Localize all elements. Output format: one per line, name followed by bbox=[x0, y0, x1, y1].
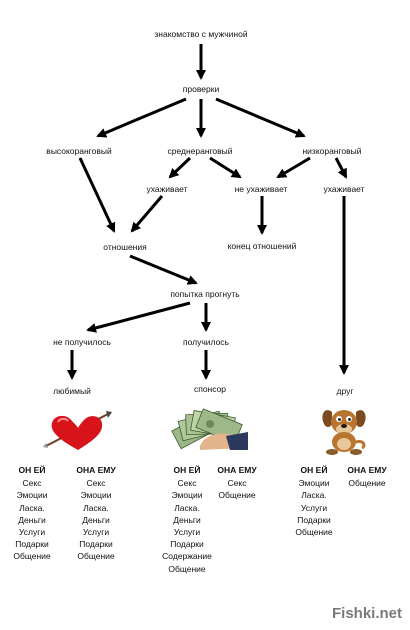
column-header: ОН ЕЙ bbox=[173, 465, 201, 475]
arrow-checks-high bbox=[96, 97, 187, 138]
column-header: ОН ЕЙ bbox=[300, 465, 328, 475]
list-item: Эмоции bbox=[80, 490, 112, 501]
list-item: Эмоции bbox=[298, 478, 330, 489]
list-item: Подарки bbox=[15, 539, 49, 550]
list-item: Услуги bbox=[82, 527, 110, 538]
list-item: Услуги bbox=[300, 502, 328, 513]
list-item: Ласка. bbox=[83, 502, 109, 513]
sponsor-he-column: ОН ЕЙ Секс Эмоции Ласка. Деньги Услуги П… bbox=[162, 464, 212, 575]
node-relationship: отношения bbox=[103, 242, 147, 252]
node-low-rank: низкоранговый bbox=[302, 146, 362, 156]
arrow-mid-notcourts bbox=[209, 156, 242, 179]
sponsor-she-column: ОНА ЕМУ Секс Общение bbox=[217, 464, 256, 502]
list-item: Общение bbox=[295, 527, 333, 538]
list-item: Деньги bbox=[18, 514, 46, 525]
arrow-low-notcourts bbox=[276, 156, 311, 179]
node-try-bend: попытка прогнуть bbox=[170, 289, 240, 299]
list-item: Ласка. bbox=[174, 502, 200, 513]
list-item: Ласка. bbox=[19, 502, 45, 513]
list-item: Подарки bbox=[297, 514, 331, 525]
node-courts-low: ухаживает bbox=[323, 184, 365, 194]
arrow-try-failed bbox=[86, 301, 191, 333]
node-friend: друг bbox=[336, 386, 354, 396]
node-courts-mid: ухаживает bbox=[146, 184, 188, 194]
list-item: Услуги bbox=[173, 527, 201, 538]
node-not-courts: не ухаживает bbox=[234, 184, 288, 194]
column-header: ОНА ЕМУ bbox=[347, 465, 387, 475]
list-item: Общение bbox=[218, 490, 256, 501]
list-item: Секс bbox=[86, 478, 106, 489]
column-header: ОНА ЕМУ bbox=[76, 465, 116, 475]
list-item: Деньги bbox=[173, 514, 201, 525]
list-item: Эмоции bbox=[16, 490, 48, 501]
dog-icon bbox=[322, 410, 366, 455]
arrow-checks-low bbox=[215, 97, 306, 138]
node-succeeded: получилось bbox=[183, 337, 229, 347]
list-item: Подарки bbox=[79, 539, 113, 550]
node-high-rank: высокоранговый bbox=[46, 146, 112, 156]
list-item: Подарки bbox=[170, 539, 204, 550]
arrow-low-courts bbox=[334, 157, 348, 179]
list-item: Ласка. bbox=[301, 490, 327, 501]
column-header: ОН ЕЙ bbox=[18, 465, 46, 475]
friend-she-column: ОНА ЕМУ Общение bbox=[347, 464, 386, 489]
node-mid-rank: среднеранговый bbox=[167, 146, 233, 156]
list-item: Общение bbox=[77, 551, 115, 562]
node-beloved: любимый bbox=[53, 386, 91, 396]
beloved-she-column: ОНА ЕМУ Секс Эмоции Ласка. Деньги Услуги… bbox=[76, 464, 115, 563]
node-start: знакомство с мужчиной bbox=[154, 29, 248, 39]
friend-he-column: ОН ЕЙ Эмоции Ласка. Услуги Подарки Общен… bbox=[295, 464, 332, 538]
heart-arrow-icon bbox=[43, 411, 112, 450]
list-item: Деньги bbox=[82, 514, 110, 525]
money-hand-icon bbox=[171, 408, 248, 450]
column-header: ОНА ЕМУ bbox=[217, 465, 257, 475]
list-item: Секс bbox=[227, 478, 247, 489]
list-item: Содержание bbox=[162, 551, 212, 562]
list-item: Эмоции bbox=[171, 490, 203, 501]
list-item: Услуги bbox=[18, 527, 46, 538]
arrow-relationship-try bbox=[129, 254, 198, 285]
node-sponsor: спонсор bbox=[193, 384, 227, 394]
node-end: конец отношений bbox=[227, 241, 297, 251]
arrow-mid-courts bbox=[168, 156, 192, 179]
list-item: Секс bbox=[177, 478, 197, 489]
watermark: Fishki.net bbox=[331, 605, 402, 622]
arrow-courts-relationship bbox=[130, 195, 164, 233]
list-item: Общение bbox=[348, 478, 386, 489]
node-failed: не получилось bbox=[53, 337, 111, 347]
beloved-he-column: ОН ЕЙ Секс Эмоции Ласка. Деньги Услуги П… bbox=[13, 464, 50, 563]
list-item: Общение bbox=[13, 551, 51, 562]
list-item: Общение bbox=[168, 563, 206, 574]
node-checks: проверки bbox=[182, 84, 220, 94]
list-item: Секс bbox=[22, 478, 42, 489]
arrow-high-relationship bbox=[78, 157, 116, 233]
